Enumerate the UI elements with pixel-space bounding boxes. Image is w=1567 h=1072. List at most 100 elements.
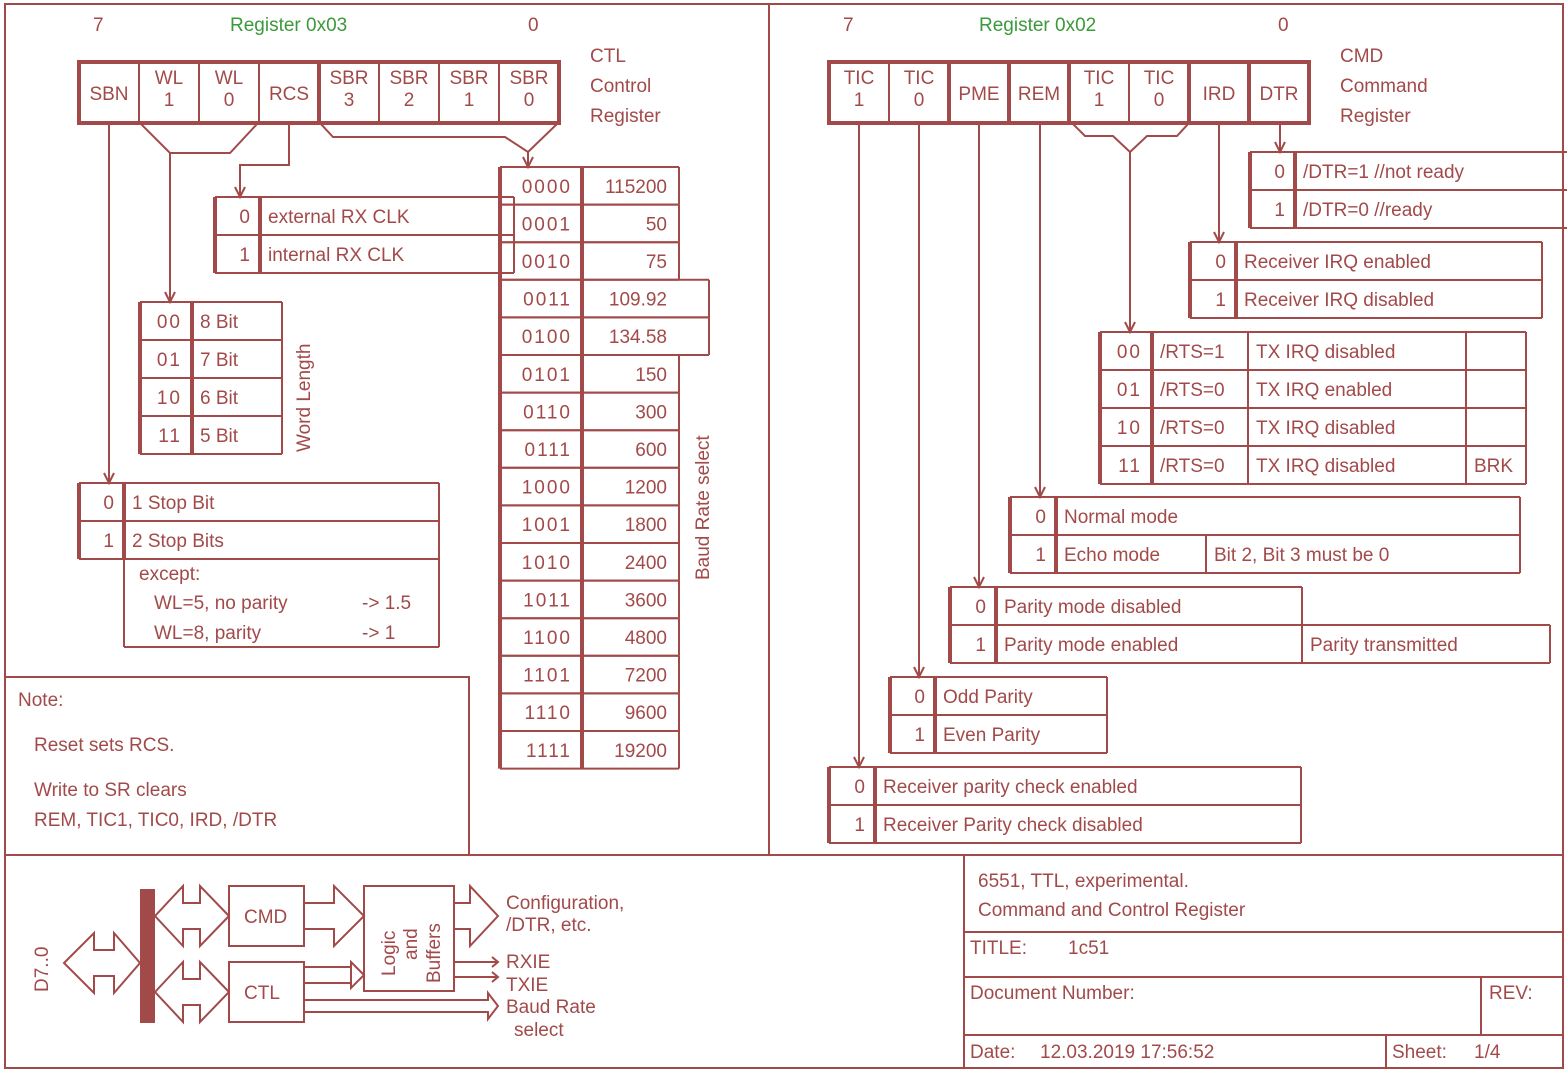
cmd-block-label: CMD	[244, 907, 287, 928]
table-desc: internal RX CLK	[268, 245, 405, 266]
cmd-bit-high: 7	[843, 15, 854, 36]
table-code: 11	[1118, 456, 1142, 477]
table-value: 1800	[625, 515, 667, 536]
bit-index: 0	[524, 90, 535, 111]
table-irq: TX IRQ disabled	[1256, 342, 1395, 363]
table-code: 1	[1274, 200, 1285, 221]
double-arrow-icon	[153, 959, 231, 1025]
table-code: 0	[975, 597, 986, 618]
bit-name: RCS	[269, 84, 309, 105]
title-label: TITLE:	[970, 938, 1027, 959]
bit-index: 1	[464, 90, 475, 111]
note-box-border	[5, 676, 470, 855]
bit-index: 0	[1154, 90, 1165, 111]
output-baud-label: select	[514, 1020, 564, 1041]
bit-name: WL	[155, 68, 184, 89]
table-code: 0010	[522, 252, 572, 273]
table-code: 1100	[523, 628, 572, 649]
table-value: 7200	[625, 666, 667, 687]
table-desc: Receiver IRQ disabled	[1244, 290, 1434, 311]
table-code: 0101	[522, 365, 572, 386]
table-code: 0	[103, 493, 114, 514]
table-note: Parity transmitted	[1310, 635, 1458, 656]
bit-index: 3	[344, 90, 355, 111]
table-code: 1000	[522, 478, 572, 499]
table-code: 0110	[523, 402, 572, 423]
table-rts: /RTS=0	[1160, 418, 1225, 439]
table-rts: /RTS=0	[1160, 380, 1225, 401]
cmd-register-section: 7 Register 0x02 0 CMD Command Register T…	[827, 15, 1567, 844]
table-desc: external RX CLK	[268, 207, 410, 228]
logic-label: and	[401, 928, 422, 960]
arrow-right-icon	[304, 990, 500, 1022]
table-code: 10	[1117, 418, 1142, 439]
ctl-name-line3: Register	[590, 106, 661, 127]
table-desc: 6 Bit	[200, 388, 239, 409]
description-line1: 6551, TTL, experimental.	[978, 871, 1189, 892]
cmd-name-line2: Command	[1340, 76, 1428, 97]
bit-name: IRD	[1203, 84, 1236, 105]
note-heading: Note:	[18, 690, 63, 711]
table-row: 0/DTR=1 //not ready	[1250, 151, 1567, 191]
double-arrow-icon	[153, 883, 231, 949]
ctl-register-section: 7 Register 0x03 0 CTL Control Register S…	[77, 15, 714, 770]
word-length-label: Word Length	[294, 344, 315, 452]
sheet-value: 1/4	[1474, 1042, 1501, 1063]
table-code: 0	[239, 207, 250, 228]
title-block: 6551, TTL, experimental. Command and Con…	[963, 855, 1563, 1068]
bit-index: 1	[164, 90, 175, 111]
register-bit-cell: DTR	[1247, 62, 1299, 123]
bit-index: 2	[404, 90, 415, 111]
register-bit-cell: RCS	[258, 62, 309, 123]
ctl-register-address: Register 0x03	[230, 15, 347, 36]
cmd-name-line3: Register	[1340, 106, 1411, 127]
table-code: 1110	[525, 703, 572, 724]
table-desc: Receiver IRQ enabled	[1244, 252, 1431, 273]
table-code: 0	[914, 687, 925, 708]
logic-label: Logic	[379, 931, 400, 976]
table-code: 0011	[523, 290, 572, 311]
bit-name: REM	[1018, 84, 1060, 105]
table-code: 00	[157, 312, 182, 333]
table-value: 1200	[625, 478, 667, 499]
table-code: 0001	[522, 214, 572, 235]
table-irq: TX IRQ disabled	[1256, 418, 1395, 439]
register-bit-cell: SBN	[89, 84, 128, 105]
bit-name: DTR	[1259, 84, 1298, 105]
table-value: 3600	[625, 590, 667, 611]
ctl-block	[228, 961, 305, 1023]
register-bit-cell: TIC0	[1128, 62, 1174, 123]
block-diagram: D7..0 CMD CTL Logic and Buffers Configur…	[32, 883, 624, 1041]
register-bit-cell: TIC0	[888, 62, 934, 123]
register-bit-cell: WL1	[138, 62, 184, 123]
table-row: 1000 1200	[500, 466, 680, 507]
tic-bracket	[1071, 122, 1190, 154]
table-code: 1	[1215, 290, 1226, 311]
table-desc: 5 Bit	[200, 426, 239, 447]
table-value: 150	[635, 365, 667, 386]
exception-result: -> 1.5	[362, 593, 411, 614]
register-bit-cell: TIC1	[1067, 62, 1114, 123]
ctl-bit-high: 7	[93, 15, 104, 36]
note-box: Note: Reset sets RCS. Write to SR clears…	[5, 676, 470, 855]
table-value: 115200	[605, 177, 667, 198]
